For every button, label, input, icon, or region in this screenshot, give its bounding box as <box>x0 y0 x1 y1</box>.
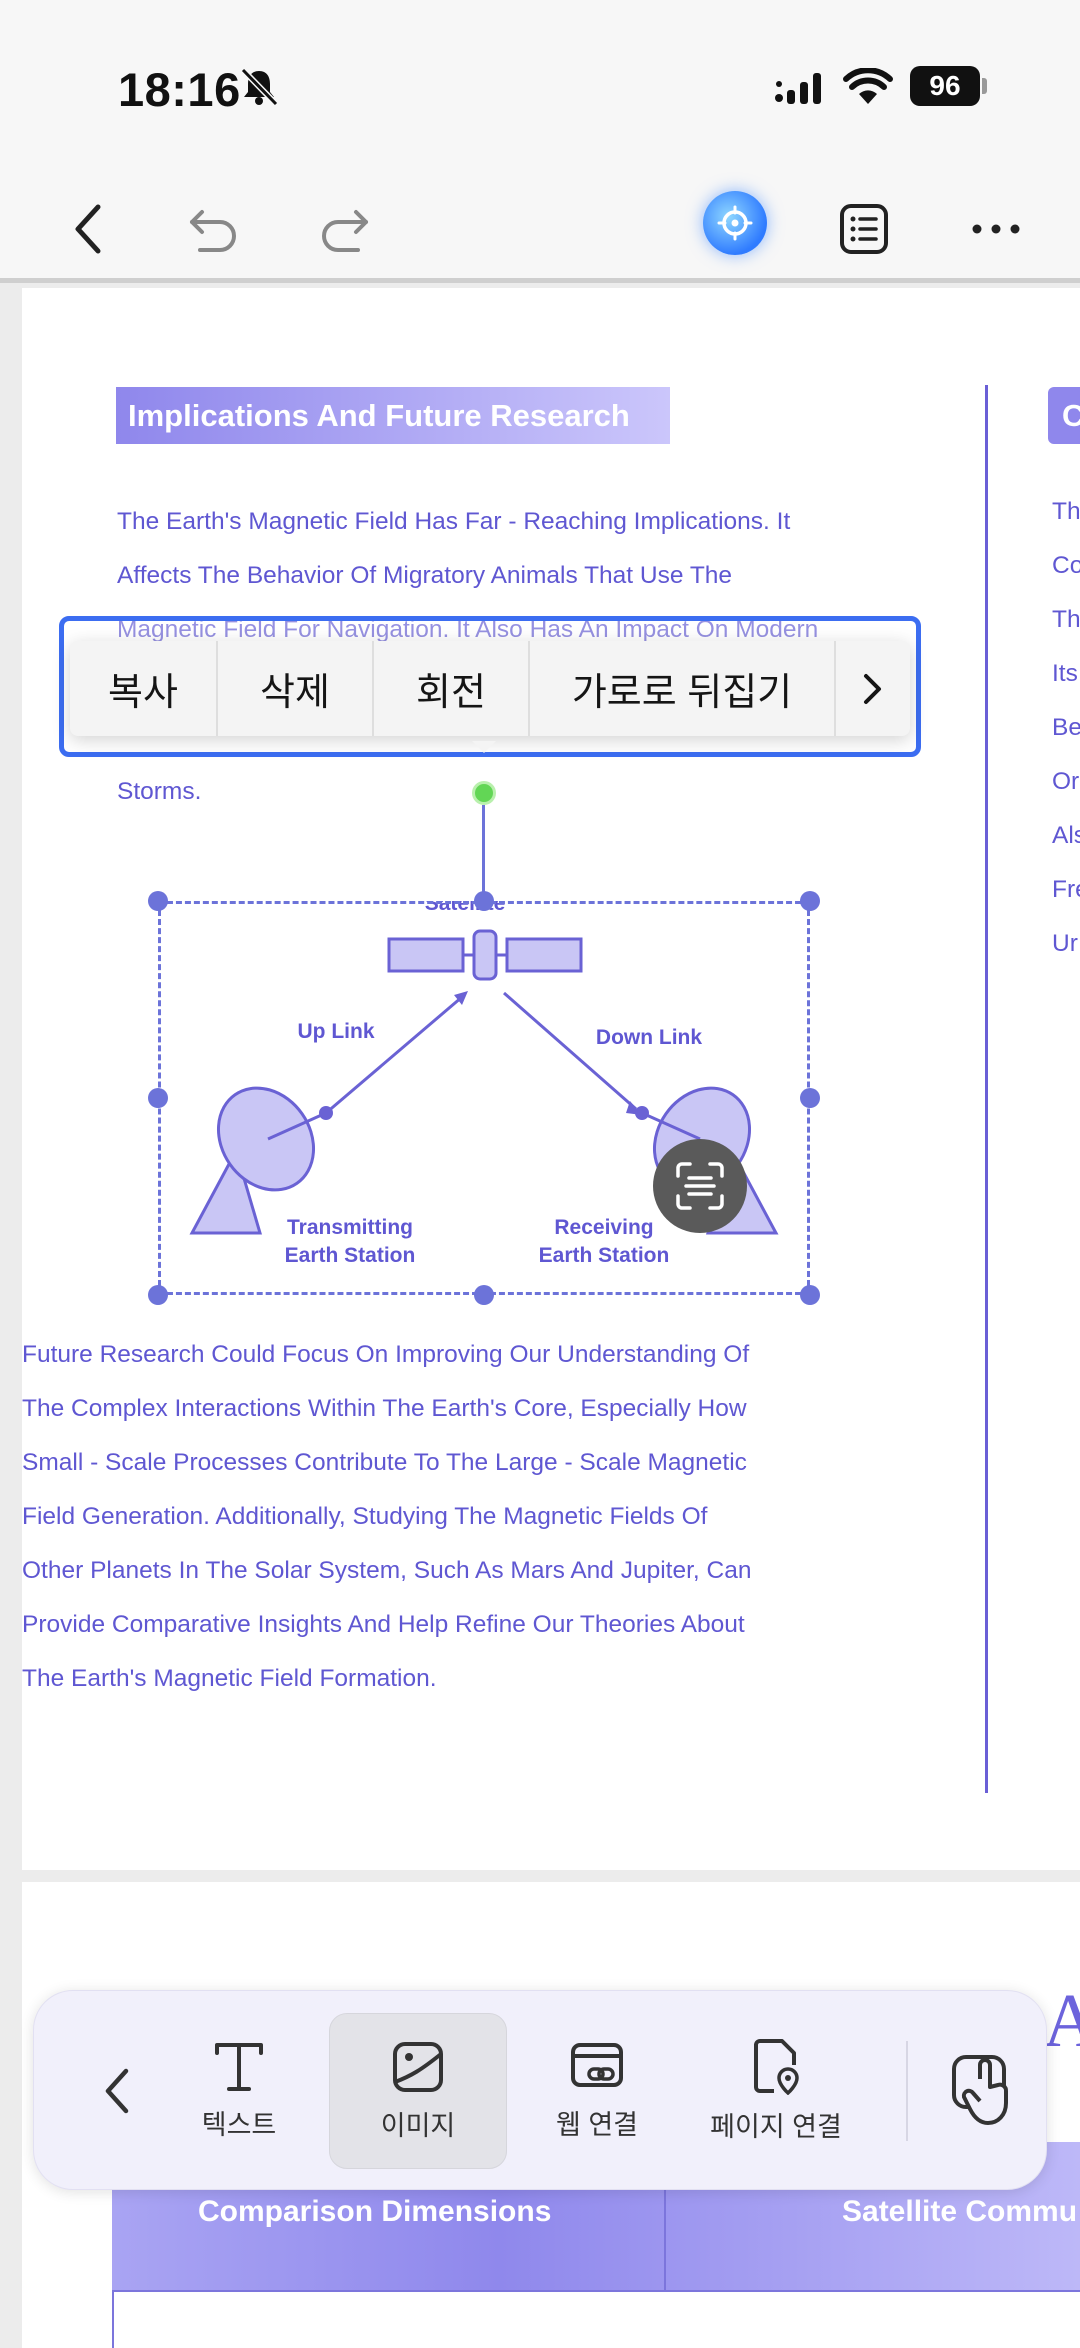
image-icon <box>393 2041 443 2092</box>
image-tool-button[interactable]: 이미지 <box>329 2013 507 2169</box>
section-title[interactable]: Implications And Future Research <box>116 387 670 444</box>
rotate-menu-item[interactable]: 회전 <box>374 641 530 736</box>
undo-button[interactable] <box>176 191 252 267</box>
resize-handle-bottom-right[interactable] <box>800 1285 820 1305</box>
next-page-heading-fragment: A <box>1043 1979 1080 2063</box>
paragraph-line[interactable]: Field Generation. Additionally, Studying… <box>22 1503 708 1530</box>
resize-handle-top-left[interactable] <box>148 891 168 911</box>
table-header-cell: Satellite Commu <box>842 2195 1078 2228</box>
paragraph-line[interactable]: Storms. <box>117 778 202 805</box>
right-section-title[interactable]: C <box>1048 387 1080 444</box>
resize-handle-bottom-left[interactable] <box>148 1285 168 1305</box>
toolbar-separator <box>906 2041 908 2141</box>
battery-tip <box>982 78 987 94</box>
list-icon <box>840 204 888 254</box>
receiving-label: Receiving <box>554 1216 653 1239</box>
right-column-text[interactable]: Th <box>1052 606 1080 633</box>
copy-menu-item[interactable]: 복사 <box>70 641 218 736</box>
ai-assistant-button[interactable] <box>703 191 767 255</box>
table-column-divider <box>664 2142 666 2348</box>
more-options-button[interactable] <box>958 191 1034 267</box>
document-page <box>22 288 1080 1870</box>
ai-assistant-icon <box>717 205 753 241</box>
right-column-text[interactable]: Th <box>1052 498 1080 525</box>
paragraph-line[interactable]: Future Research Could Focus On Improving… <box>22 1341 750 1368</box>
transmitting-label: Transmitting <box>287 1216 413 1239</box>
edit-bottom-toolbar: 텍스트 이미지 웹 연결 페이지 연결 <box>33 1990 1047 2190</box>
page-link-tool-button[interactable]: 페이지 연결 <box>687 2013 865 2169</box>
ocr-scan-button[interactable] <box>653 1139 747 1233</box>
paragraph-line[interactable]: The Complex Interactions Within The Eart… <box>22 1395 747 1422</box>
cellular-signal-icon <box>775 73 821 104</box>
hand-touch-icon <box>952 2055 1008 2125</box>
wifi-icon <box>843 68 893 104</box>
paragraph-line[interactable]: Affects The Behavior Of Migratory Animal… <box>117 562 733 589</box>
comparison-table-body <box>112 2290 1080 2348</box>
web-link-tool-button[interactable]: 웹 연결 <box>508 2013 686 2169</box>
battery-indicator: 96 <box>910 66 980 106</box>
context-menu-pointer <box>472 741 496 753</box>
satellite-graphic <box>387 929 583 981</box>
transmitting-dish-graphic <box>189 1086 333 1235</box>
resize-handle-bottom[interactable] <box>474 1285 494 1305</box>
resize-handle-right[interactable] <box>800 1088 820 1108</box>
paragraph-line[interactable]: The Earth's Magnetic Field Has Far - Rea… <box>117 508 791 535</box>
redo-icon <box>322 210 368 252</box>
undo-icon <box>190 210 236 252</box>
right-column-text[interactable]: Als <box>1052 822 1080 849</box>
web-link-tool-label: 웹 연결 <box>555 2109 639 2140</box>
toolbar-back-button[interactable] <box>92 2061 142 2121</box>
redo-button[interactable] <box>306 191 382 267</box>
web-link-icon <box>571 2042 623 2087</box>
status-bar: 18:16 96 <box>0 0 1080 175</box>
right-column-text[interactable]: Fre <box>1052 876 1080 903</box>
page-link-tool-label: 페이지 연결 <box>710 2111 842 2142</box>
text-scan-icon <box>676 1162 724 1210</box>
context-menu-frame: 복사 삭제 회전 가로로 뒤집기 <box>59 616 921 757</box>
right-column-text[interactable]: Or <box>1052 768 1080 795</box>
paragraph-line[interactable]: Other Planets In The Solar System, Such … <box>22 1557 752 1584</box>
flip-horizontal-menu-item[interactable]: 가로로 뒤집기 <box>530 641 836 736</box>
chevron-left-icon <box>75 204 101 254</box>
delete-menu-item[interactable]: 삭제 <box>218 641 374 736</box>
column-divider <box>985 385 988 1793</box>
image-selection-box[interactable] <box>158 901 810 1295</box>
chevron-left-icon <box>105 2068 129 2114</box>
back-button[interactable] <box>50 191 126 267</box>
table-header-cell: Comparison Dimensions <box>198 2195 552 2228</box>
page-link-icon <box>754 2038 799 2095</box>
menu-next-button[interactable] <box>836 641 910 736</box>
touch-mode-button[interactable] <box>946 2043 1026 2133</box>
top-toolbar <box>0 175 1080 283</box>
resize-handle-top-right[interactable] <box>800 891 820 911</box>
right-column-text[interactable]: Ur <box>1052 930 1078 957</box>
paragraph-line[interactable]: The Earth's Magnetic Field Formation. <box>22 1665 437 1692</box>
resize-handle-top[interactable] <box>474 891 494 911</box>
uplink-label: Up Link <box>298 1020 375 1043</box>
resize-handle-left[interactable] <box>148 1088 168 1108</box>
paragraph-line[interactable]: Small - Scale Processes Contribute To Th… <box>22 1449 747 1476</box>
uplink-arrow <box>325 991 468 1115</box>
status-time: 18:16 <box>118 63 241 116</box>
bell-muted-icon <box>240 67 279 107</box>
text-tool-button[interactable]: 텍스트 <box>150 2013 328 2169</box>
paragraph-line[interactable]: Provide Comparative Insights And Help Re… <box>22 1611 745 1638</box>
text-icon <box>215 2042 263 2091</box>
chevron-right-icon <box>864 673 881 704</box>
context-menu: 복사 삭제 회전 가로로 뒤집기 <box>70 641 910 736</box>
receiving-station-label: Earth Station <box>539 1244 670 1267</box>
downlink-label: Down Link <box>596 1026 702 1049</box>
transmitting-station-label: Earth Station <box>285 1244 416 1267</box>
right-column-text[interactable]: Its <box>1052 660 1078 687</box>
rotation-handle-line <box>482 805 485 901</box>
right-column-text[interactable]: Be <box>1052 714 1080 741</box>
outline-button[interactable] <box>826 191 902 267</box>
right-column-text[interactable]: Co <box>1052 552 1080 579</box>
image-tool-label: 이미지 <box>380 2110 456 2141</box>
rotation-handle[interactable] <box>472 781 496 805</box>
text-tool-label: 텍스트 <box>201 2109 277 2140</box>
more-horizontal-icon <box>972 224 1020 234</box>
